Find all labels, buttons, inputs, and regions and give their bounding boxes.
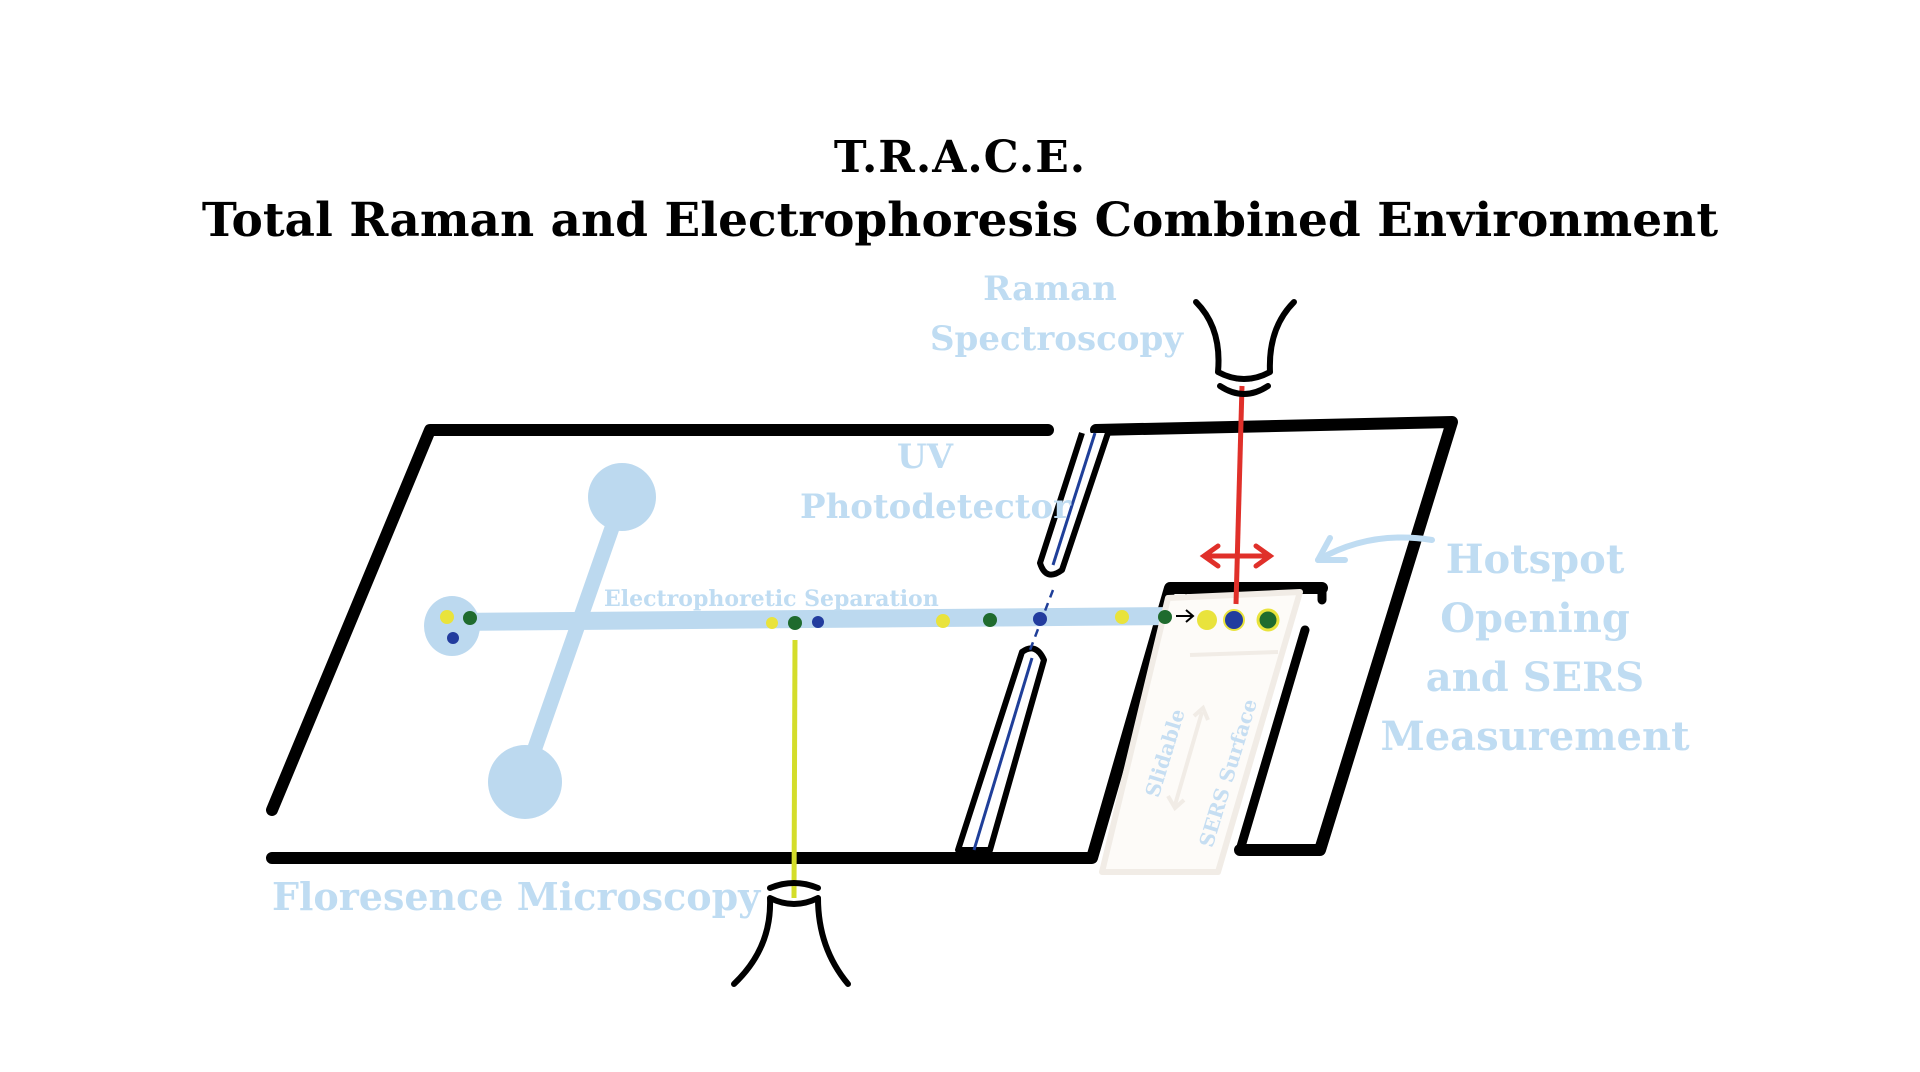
analyte-particles [440,608,1280,644]
particle [812,616,824,628]
raman-objective-icon [1193,299,1297,397]
sers-surface [1099,589,1303,875]
raman-label-line1: Raman [983,269,1117,309]
particle [1033,612,1047,626]
fluorescence-beam [791,639,798,899]
raman-label: Raman Spectroscopy [930,264,1184,364]
cross-channel [514,497,628,793]
sample-reservoir [424,596,480,656]
title-full-name: Total Raman and Electrophoresis Combined… [201,193,1719,248]
particle [1197,610,1217,630]
slot-edge [1235,583,1327,855]
particle [1115,610,1129,624]
reservoir-bottom [488,745,562,819]
separation-label: Electrophoretic Separation [604,586,939,612]
particle [766,617,778,629]
slide-arrow [1173,711,1204,806]
raman-label-line2: Spectroscopy [930,319,1184,359]
flow-arrow [1176,609,1195,623]
hotspot-label: Hotspot Opening and SERS Measurement [1380,530,1690,766]
hotspot-arrows [1199,543,1275,569]
particle [936,614,950,628]
uv-photodetector-label: UV Photodetector [800,432,1072,532]
chip-outline-left [266,424,1328,864]
hotspot-label-line1: Hotspot [1445,536,1625,583]
uv-label-line2: Photodetector [800,487,1072,527]
hotspot-label-line2: Opening [1440,595,1630,642]
particle [1256,608,1280,632]
particle [447,632,459,644]
particle [463,611,477,625]
reservoir-top [588,463,656,531]
uv-label-line1: UV [896,437,954,477]
hotspot-label-line4: Measurement [1380,713,1690,760]
hotspot-pointer [1315,534,1435,563]
raman-spectroscope [1193,299,1297,605]
particle [440,610,454,624]
fluorescence-objective-icon [731,880,851,987]
title-acronym: T.R.A.C.E. [833,132,1087,183]
chip-outline-right [1090,416,1458,856]
fluorescence-microscope [731,639,851,987]
particle [983,613,997,627]
hotspot-label-line3: and SERS [1425,654,1645,701]
particle [1158,610,1172,624]
raman-beam [1233,385,1245,605]
particle [1223,609,1245,631]
particle [788,616,802,630]
diagram-title: T.R.A.C.E. Total Raman and Electrophores… [0,128,1920,254]
fluorescence-label: Floresence Microscopy [272,874,761,919]
uv-photodetector [955,432,1111,853]
